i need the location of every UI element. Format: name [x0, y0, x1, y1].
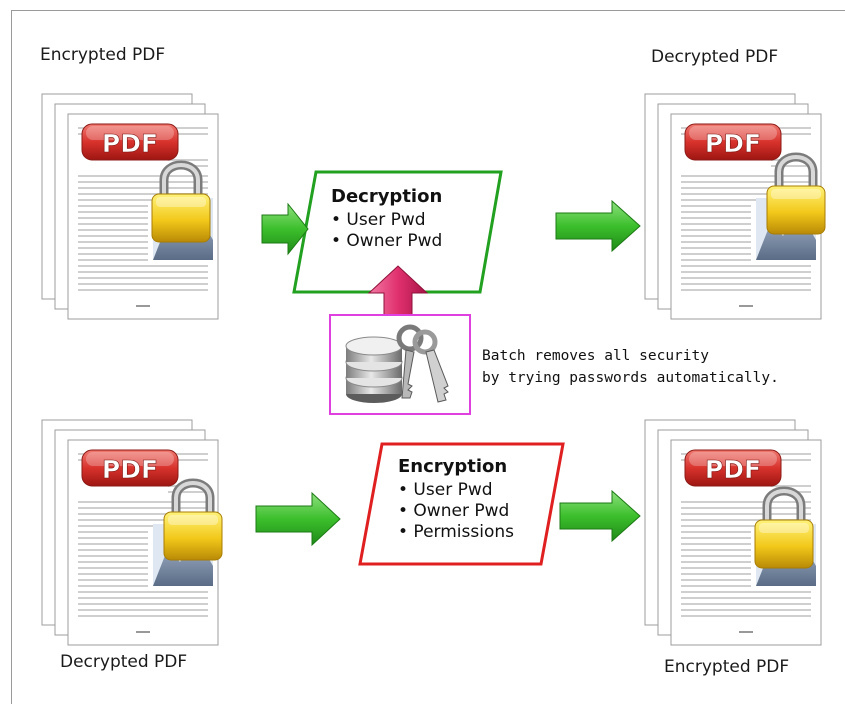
batch-note-line2: by trying passwords automatically. — [482, 370, 779, 386]
batch-note-line1: Batch removes all security — [482, 348, 709, 364]
database-keys-icon — [345, 324, 449, 403]
pdf-document-icon — [645, 420, 821, 645]
batch-note: Batch removes all security by trying pas… — [482, 345, 779, 389]
arrow-right-icon — [555, 199, 641, 253]
decryption-item-user-pwd: • User Pwd — [331, 210, 426, 230]
arrow-right-icon — [255, 491, 341, 547]
decryption-box — [292, 170, 503, 294]
diagram-frame — [11, 10, 845, 704]
pdf-document-icon — [42, 94, 218, 319]
label-encrypted-pdf-top-left: Encrypted PDF — [40, 45, 166, 65]
arrow-right-icon — [261, 202, 309, 256]
pdf-document-icon — [645, 94, 825, 319]
label-decrypted-pdf-top-right: Decrypted PDF — [651, 47, 779, 67]
encryption-item-permissions: • Permissions — [398, 522, 514, 542]
arrow-up-icon — [367, 265, 429, 317]
encryption-item-owner-pwd: • Owner Pwd — [398, 501, 510, 521]
label-encrypted-pdf-bottom-right: Encrypted PDF — [664, 657, 790, 677]
encryption-title: Encryption — [398, 456, 508, 477]
label-decrypted-pdf-bottom-left: Decrypted PDF — [60, 652, 188, 672]
arrow-right-icon — [559, 489, 641, 543]
encryption-item-user-pwd: • User Pwd — [398, 480, 493, 500]
decryption-title: Decryption — [331, 186, 443, 207]
decryption-item-owner-pwd: • Owner Pwd — [331, 231, 443, 251]
pdf-document-icon — [42, 420, 222, 645]
decryption-text: Decryption • User Pwd • Owner Pwd — [331, 186, 442, 252]
encryption-box — [358, 442, 565, 566]
encryption-text: Encryption • User Pwd • Owner Pwd • Perm… — [398, 456, 514, 543]
